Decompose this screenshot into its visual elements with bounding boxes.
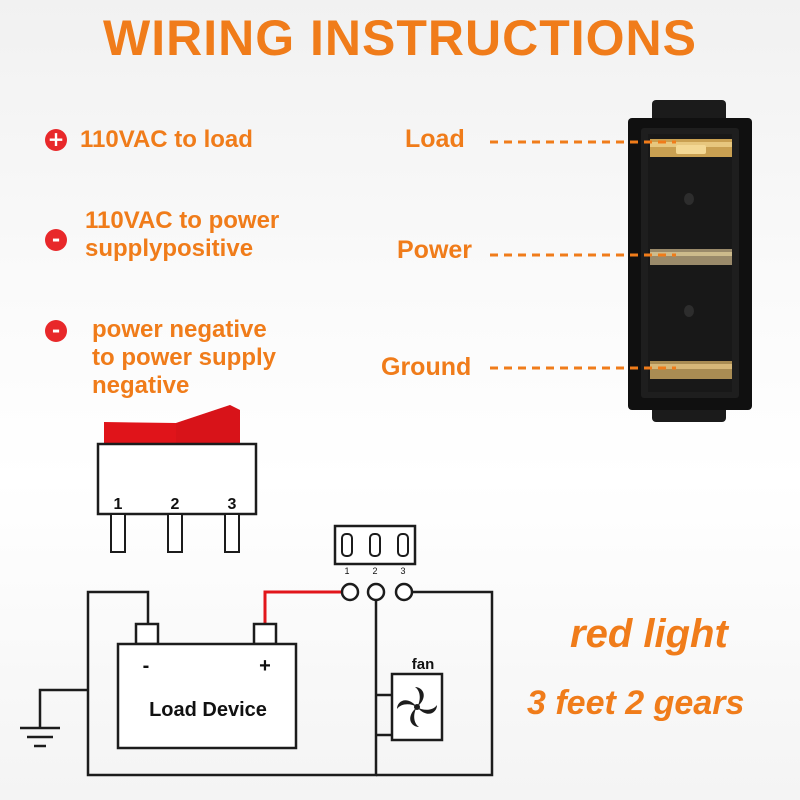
connector-number-3: 3 xyxy=(400,566,405,576)
load-terminal xyxy=(650,139,732,157)
minus-icon: - xyxy=(45,229,67,251)
rocker-switch xyxy=(96,405,258,553)
fan-label: fan xyxy=(412,656,435,673)
legend-item-power: 110VAC to power supplypositive xyxy=(85,207,279,263)
pin-label-load: Load xyxy=(405,125,465,153)
ground-terminal xyxy=(650,361,732,379)
legend-line: negative xyxy=(92,372,190,399)
page-title: WIRING INSTRUCTIONS xyxy=(103,10,697,66)
rocker-terminal-1: 1 xyxy=(114,496,123,513)
pin-label-power: Power xyxy=(397,236,473,264)
connector xyxy=(333,524,417,566)
red-wire xyxy=(263,590,342,624)
rocker-terminal-3: 3 xyxy=(228,496,237,513)
connector-number-2: 2 xyxy=(372,566,377,576)
battery-minus: - xyxy=(143,655,150,677)
load-device-label: Load Device xyxy=(149,699,267,721)
terminal-circles xyxy=(340,582,414,602)
ground-symbol xyxy=(20,726,60,748)
plus-icon: + xyxy=(45,129,67,151)
legend-line: to power supply xyxy=(92,344,277,371)
power-terminal xyxy=(650,249,732,265)
load-device-battery xyxy=(116,622,298,750)
legend-line: power negative xyxy=(92,316,267,343)
tagline-red-light: red light xyxy=(570,612,728,656)
rocker-terminal-2: 2 xyxy=(171,496,180,513)
fan-icon xyxy=(390,672,444,742)
legend-item-load: 110VAC to load xyxy=(80,126,253,154)
pin-label-ground: Ground xyxy=(381,353,472,381)
battery-plus: + xyxy=(259,655,271,677)
circuit-wires xyxy=(38,590,494,777)
legend-line: 110VAC to power xyxy=(85,207,280,234)
legend-line: supplypositive xyxy=(85,235,254,262)
switch-body xyxy=(628,100,752,422)
legend-line: 110VAC to load xyxy=(80,126,253,153)
legend-item-ground: power negative to power supply negative xyxy=(92,316,276,400)
tagline-gears: 3 feet 2 gears xyxy=(527,684,745,722)
pin-leaders xyxy=(490,140,676,370)
connector-number-1: 1 xyxy=(344,566,349,576)
minus-icon: - xyxy=(45,320,67,342)
